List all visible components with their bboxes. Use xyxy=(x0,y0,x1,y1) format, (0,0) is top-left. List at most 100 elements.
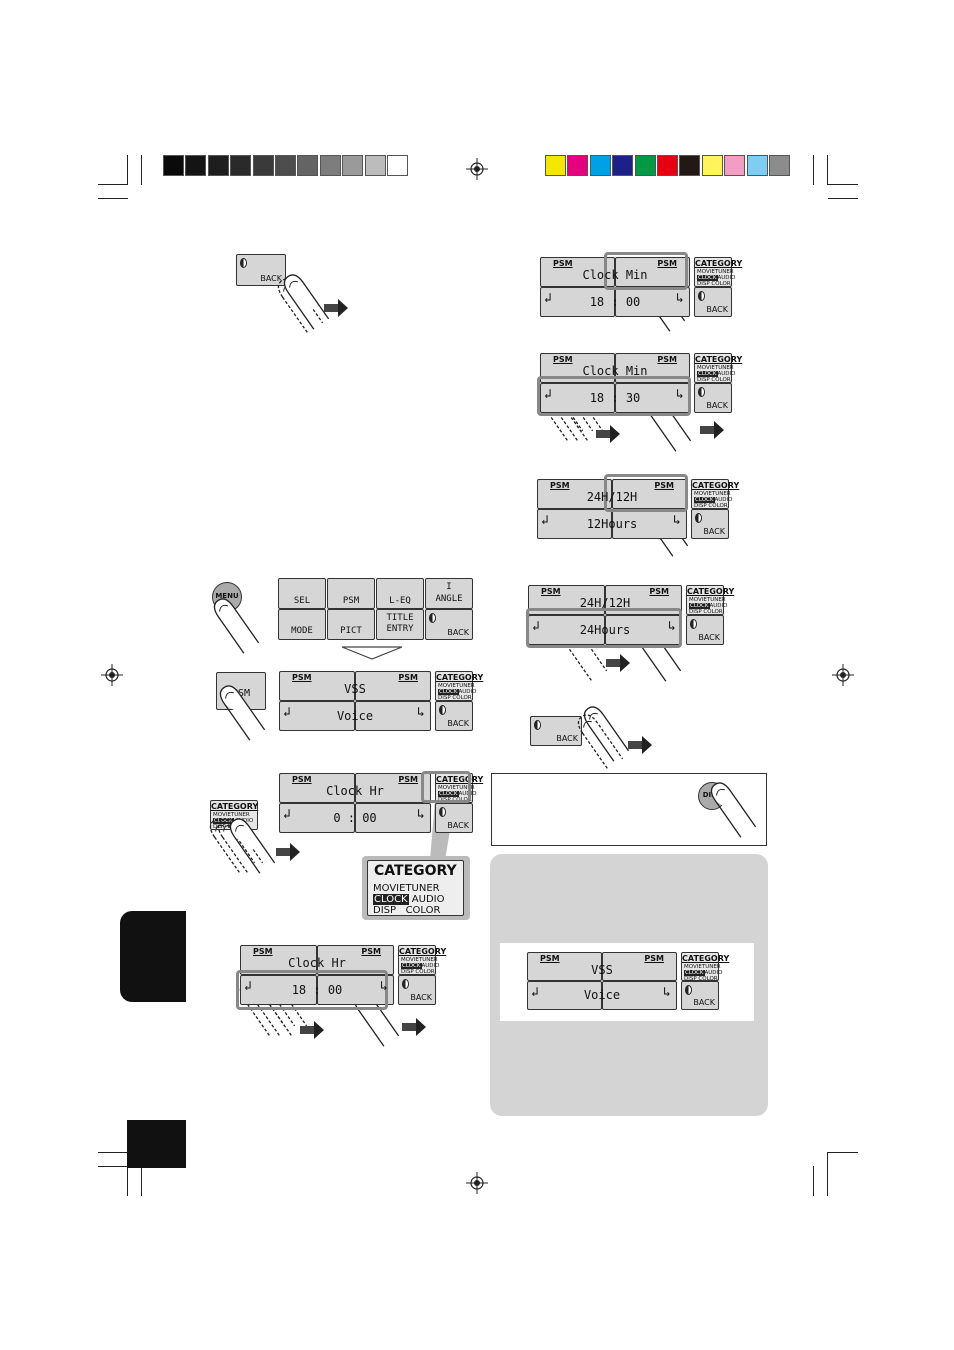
curl-left-icon: ↲ xyxy=(532,619,540,634)
crop-mark xyxy=(827,155,828,185)
knob-icon xyxy=(429,613,436,623)
pict-key[interactable]: PICT xyxy=(327,609,375,640)
crop-mark xyxy=(813,155,814,185)
back-key[interactable]: BACK xyxy=(435,803,473,833)
color-swatch xyxy=(746,155,768,176)
highlight-frame xyxy=(604,474,688,512)
increase-key[interactable] xyxy=(355,803,431,833)
psm-prev-key[interactable]: PSM xyxy=(540,257,615,287)
curl-left-icon: ↲ xyxy=(541,513,549,528)
back-key[interactable]: BACK xyxy=(236,254,286,286)
sel-key[interactable]: SEL xyxy=(278,578,326,609)
knob-icon xyxy=(685,985,692,995)
back-label: BACK xyxy=(260,274,282,283)
psm-prev-key[interactable]: PSM xyxy=(279,773,355,803)
back-key[interactable]: BACK xyxy=(686,615,724,645)
gray-swatch xyxy=(252,155,274,176)
setting-name: VSS xyxy=(344,682,366,697)
increase-key[interactable] xyxy=(615,383,690,413)
increase-key[interactable] xyxy=(355,701,431,731)
setting-name: Clock Min xyxy=(582,268,648,283)
curl-right-icon: ↳ xyxy=(663,985,671,1000)
back-key[interactable]: BACK xyxy=(681,981,719,1010)
crop-mark xyxy=(828,198,858,199)
psm-next-key[interactable]: PSM xyxy=(615,257,690,287)
knob-icon xyxy=(534,720,541,730)
psm-prev-key[interactable]: PSM xyxy=(537,479,612,509)
arrow-right-icon xyxy=(276,843,300,861)
setting-name: Clock Hr xyxy=(288,956,346,971)
decrease-key[interactable] xyxy=(279,701,355,731)
setting-value: 0 : 00 xyxy=(333,810,377,825)
color-swatch xyxy=(545,155,566,176)
color-swatch xyxy=(589,155,611,176)
setting-name: Clock Hr xyxy=(326,784,384,799)
crop-mark xyxy=(98,184,128,185)
arrow-right-icon xyxy=(300,1021,324,1039)
color-swatch xyxy=(701,155,723,176)
decrease-key[interactable] xyxy=(240,975,317,1005)
back-key[interactable]: BACK xyxy=(694,383,732,413)
setting-value: Voice xyxy=(336,708,374,723)
increase-key[interactable] xyxy=(317,975,394,1005)
registration-mark-icon xyxy=(101,664,123,686)
gray-swatch xyxy=(319,155,341,176)
highlight-frame xyxy=(236,970,388,1010)
gray-swatch xyxy=(387,155,408,176)
color-swatch xyxy=(612,155,634,176)
color-swatch xyxy=(634,155,656,176)
arrow-right-icon xyxy=(606,654,630,672)
decrease-key[interactable] xyxy=(537,509,612,539)
back-key[interactable]: BACK xyxy=(694,287,732,317)
decrease-key[interactable] xyxy=(540,287,615,317)
l-eq-key[interactable]: L-EQ xyxy=(376,578,424,609)
arrow-right-icon xyxy=(628,736,652,754)
knob-icon xyxy=(698,387,705,397)
increase-key[interactable] xyxy=(602,981,677,1010)
category-zoom: CATEGORY MOVIETUNER CLOCK AUDIO DISP COL… xyxy=(362,856,470,920)
psm-next-key[interactable]: PSM xyxy=(355,773,431,803)
setting-value: 12Hours xyxy=(586,516,638,531)
back-key[interactable]: BACK xyxy=(435,701,473,731)
back-key[interactable]: BACK xyxy=(425,609,473,640)
decrease-key[interactable] xyxy=(528,615,605,645)
curl-left-icon: ↲ xyxy=(531,985,539,1000)
increase-key[interactable] xyxy=(605,615,682,645)
curl-left-icon: ↲ xyxy=(283,807,291,822)
crop-mark xyxy=(141,155,142,185)
psm-next-key[interactable]: PSM xyxy=(355,671,431,701)
setting-name: Clock Min xyxy=(582,364,648,379)
increase-key[interactable] xyxy=(615,287,690,317)
psm-next-key[interactable]: PSM xyxy=(602,952,677,981)
highlight-frame xyxy=(604,252,688,290)
gray-swatch xyxy=(230,155,252,176)
language-tab xyxy=(120,911,186,1002)
decrease-key[interactable] xyxy=(279,803,355,833)
setting-name: 24H/12H xyxy=(586,490,638,505)
mode-key[interactable]: MODE xyxy=(278,609,326,640)
psm-key[interactable]: PSM xyxy=(327,578,375,609)
page-number-box xyxy=(127,1120,186,1168)
color-swatch xyxy=(724,155,746,176)
psm-prev-key[interactable]: PSM xyxy=(279,671,355,701)
psm-prev-key[interactable]: PSM xyxy=(527,952,602,981)
setting-name: 24H/12H xyxy=(579,596,631,611)
setting-value: 18 : 30 xyxy=(589,390,641,405)
back-key[interactable]: BACK xyxy=(398,975,436,1005)
decrease-key[interactable] xyxy=(527,981,602,1010)
gray-swatch xyxy=(275,155,296,176)
finger-icon xyxy=(219,685,266,741)
decrease-key[interactable] xyxy=(540,383,615,413)
back-key[interactable]: BACK xyxy=(691,509,729,539)
